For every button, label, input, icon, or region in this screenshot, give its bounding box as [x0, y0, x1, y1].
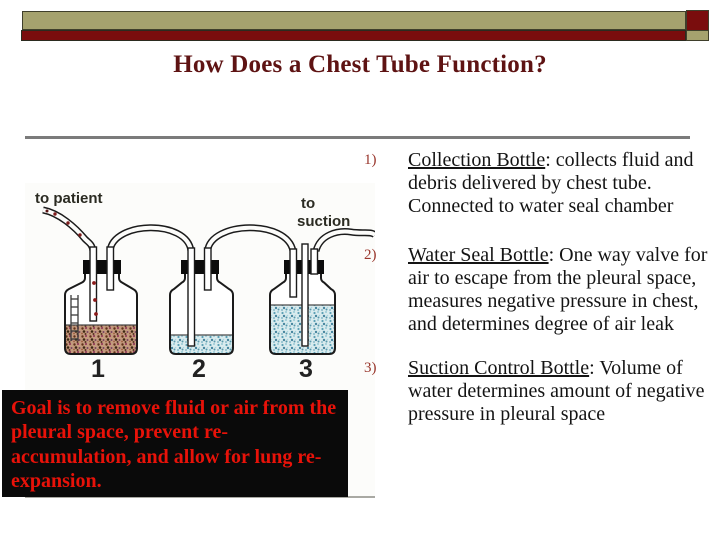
- list-item: 2) Water Seal Bottle: One way valve for …: [364, 244, 716, 336]
- stopper-1: [83, 260, 121, 274]
- suction-control-bottle: [269, 243, 336, 355]
- header-bar-red: [21, 30, 686, 41]
- list-item: 1) Collection Bottle: collects fluid and…: [364, 149, 716, 218]
- explanation-list: 1) Collection Bottle: collects fluid and…: [364, 149, 716, 452]
- list-item-term: Suction Control Bottle: [408, 357, 590, 379]
- vent-tube: [301, 243, 309, 347]
- header-bar-red-cap: [686, 10, 709, 31]
- drop: [94, 312, 98, 316]
- to-suction-label-line1: to: [301, 195, 315, 212]
- list-item-text: Suction Control Bottle: Volume of water …: [408, 357, 716, 426]
- goal-callout: Goal is to remove fluid or air from the …: [2, 390, 348, 497]
- list-item-term: Collection Bottle: [408, 149, 546, 171]
- list-item-desc: : One way valve for air to escape from t…: [408, 244, 708, 335]
- to-patient-label: to patient: [35, 190, 103, 207]
- tubing: [42, 206, 375, 253]
- list-item-marker: 1): [364, 152, 377, 168]
- collection-bottle: [64, 246, 138, 355]
- list-item-desc: : Volume of water determines amount of n…: [408, 357, 705, 425]
- drop: [92, 281, 96, 285]
- divider-line: [25, 136, 690, 139]
- list-item-desc: : collects fluid and debris delivered by…: [408, 149, 694, 217]
- water-seal-bottle: [169, 247, 234, 355]
- list-item-marker: 3): [364, 360, 377, 376]
- stopper-2: [181, 260, 219, 274]
- three-bottle-system-illustration: to patient to suction: [35, 190, 375, 383]
- list-item: 3) Suction Control Bottle: Volume of wat…: [364, 357, 716, 426]
- header-bar-khaki: [22, 11, 686, 30]
- drop: [93, 298, 97, 302]
- header-bar-khaki-cap: [686, 30, 709, 41]
- graduation-scale: [70, 295, 79, 341]
- list-item-marker: 2): [364, 247, 377, 263]
- list-item-term: Water Seal Bottle: [408, 244, 549, 266]
- to-suction-label-line2: suction: [297, 213, 350, 230]
- bottle-number-1: 1: [91, 355, 105, 383]
- list-item-text: Water Seal Bottle: One way valve for air…: [408, 244, 716, 336]
- list-item-text: Collection Bottle: collects fluid and de…: [408, 149, 716, 218]
- water-seal-fluid: [170, 334, 233, 354]
- page-title: How Does a Chest Tube Function?: [173, 51, 547, 78]
- bottle-number-3: 3: [299, 355, 313, 383]
- bottle-number-2: 2: [192, 355, 206, 383]
